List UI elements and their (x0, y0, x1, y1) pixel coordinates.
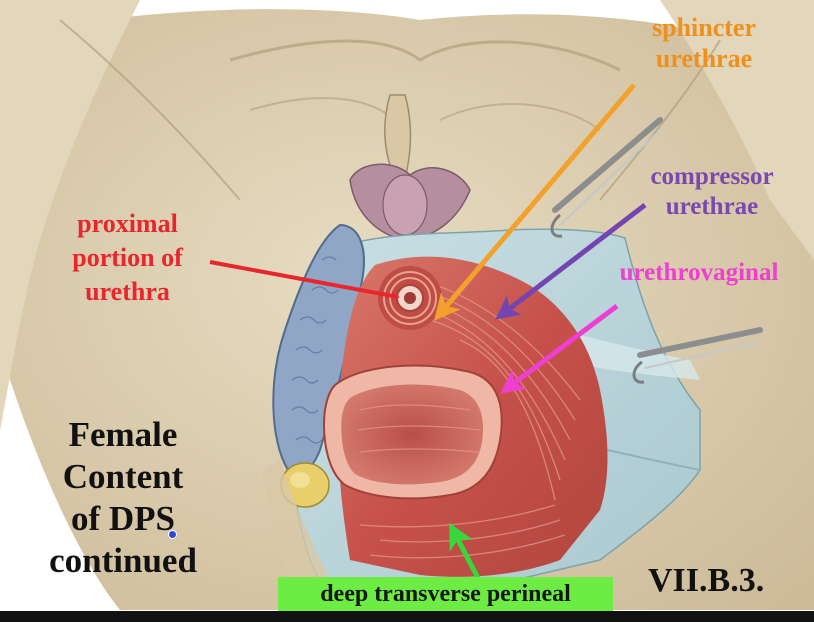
label-proximal-line-3: urethra (85, 276, 170, 306)
arrow-proximal-icon (209, 260, 400, 300)
label-deep-transverse-perineal: deep transverse perineal (278, 577, 613, 612)
label-compressor-line-2: urethrae (665, 193, 759, 220)
label-compressor-urethrae: compressor urethrae (612, 162, 812, 222)
label-compressor-line-1: compressor (650, 163, 774, 190)
title-line-4: continued (49, 541, 197, 580)
label-sphincter-urethrae: sphincter urethrae (618, 12, 790, 74)
label-sphincter-line-2: urethrae (655, 44, 753, 74)
arrow-sphincter-icon (434, 83, 636, 321)
label-deep-transverse-text: deep transverse perineal (320, 581, 571, 607)
arrow-deep-transverse-icon (449, 522, 481, 580)
label-proximal-line-2: portion of (72, 242, 183, 272)
bottom-bar (0, 611, 814, 622)
arrow-compressor-icon (495, 203, 647, 320)
retractor-icon (550, 117, 763, 384)
label-sphincter-line-1: sphincter (652, 13, 756, 42)
arrow-urethrovaginal-icon (500, 304, 619, 394)
label-proximal-urethra: proximal portion of urethra (40, 207, 215, 308)
label-urethrovaginal: urethrovaginal (619, 259, 779, 286)
label-proximal-line-1: proximal (77, 209, 178, 238)
slide-title: Female Content of DPS continued (18, 414, 228, 582)
title-line-1: Female (68, 415, 178, 454)
title-line-2: Content (62, 457, 184, 496)
title-line-3: of DPS (70, 499, 176, 538)
cursor-dot-icon (168, 530, 177, 539)
section-code: VII.B.3. (648, 562, 765, 599)
